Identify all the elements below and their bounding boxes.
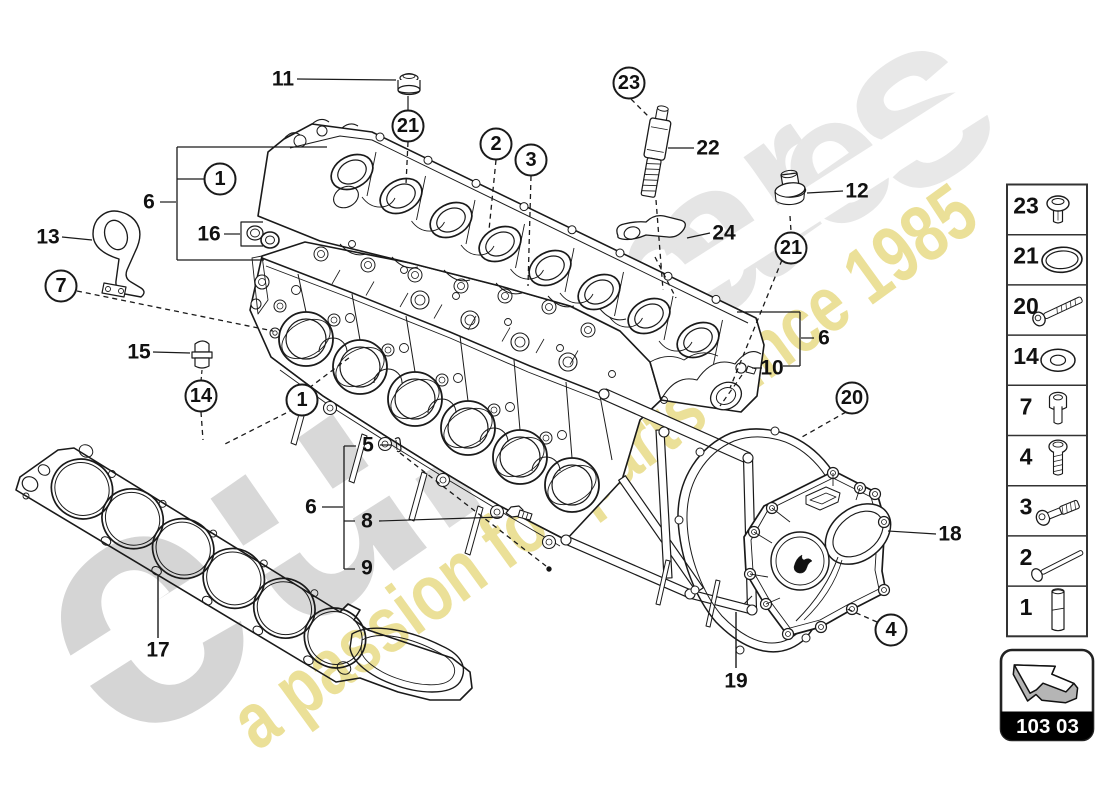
svg-text:2: 2: [490, 133, 501, 155]
svg-text:24: 24: [712, 222, 736, 245]
svg-text:7: 7: [1020, 393, 1033, 419]
svg-text:20: 20: [841, 387, 863, 409]
svg-text:6: 6: [305, 496, 317, 519]
svg-text:17: 17: [146, 639, 169, 662]
svg-text:4: 4: [1020, 444, 1033, 470]
svg-text:103 03: 103 03: [1016, 715, 1079, 738]
svg-text:6: 6: [818, 327, 830, 350]
svg-text:16: 16: [197, 223, 220, 246]
svg-text:8: 8: [361, 510, 373, 533]
svg-text:7: 7: [55, 275, 66, 297]
svg-text:12: 12: [845, 180, 868, 203]
svg-text:23: 23: [1013, 193, 1039, 219]
svg-text:21: 21: [397, 115, 419, 137]
svg-text:5: 5: [362, 434, 374, 457]
svg-text:3: 3: [525, 149, 536, 171]
svg-text:1: 1: [214, 168, 225, 190]
svg-text:6: 6: [143, 191, 155, 214]
svg-text:14: 14: [190, 385, 213, 407]
svg-text:9: 9: [361, 557, 373, 580]
svg-text:23: 23: [618, 72, 640, 94]
svg-text:21: 21: [780, 237, 802, 259]
svg-text:21: 21: [1013, 243, 1039, 269]
svg-text:1: 1: [1020, 594, 1033, 620]
svg-text:4: 4: [885, 619, 897, 641]
svg-text:10: 10: [760, 357, 783, 380]
svg-text:18: 18: [938, 523, 962, 546]
svg-text:14: 14: [1013, 343, 1039, 369]
svg-text:11: 11: [272, 68, 295, 91]
svg-text:1: 1: [296, 389, 307, 411]
svg-text:2: 2: [1020, 544, 1033, 570]
svg-text:13: 13: [36, 226, 59, 249]
svg-text:15: 15: [127, 341, 151, 364]
svg-text:19: 19: [724, 670, 747, 693]
svg-text:3: 3: [1020, 494, 1033, 520]
svg-text:22: 22: [696, 137, 719, 160]
